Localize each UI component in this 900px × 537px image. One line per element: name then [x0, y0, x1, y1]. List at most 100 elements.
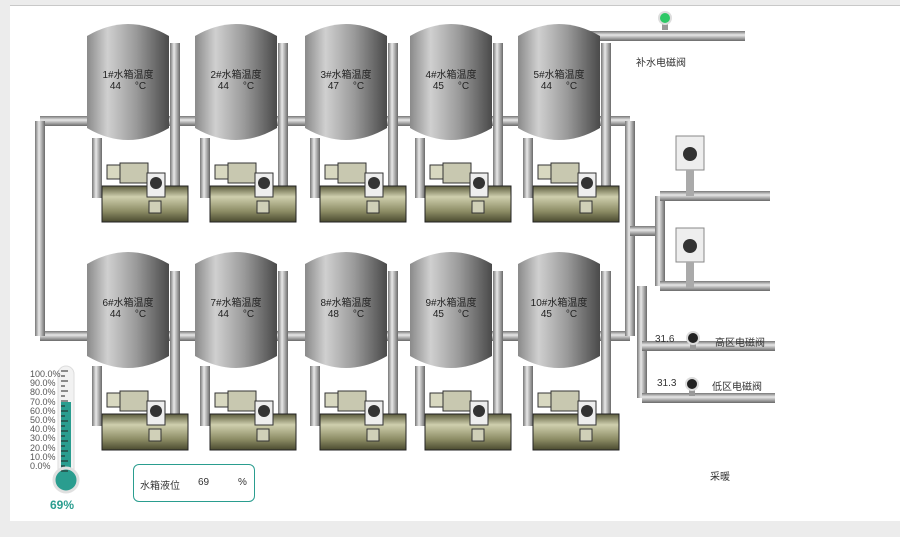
pipe — [170, 271, 180, 421]
flow-meter-icon — [675, 227, 705, 288]
tank-label: 3#水箱温度 — [320, 70, 372, 81]
low-valve-value: 31.3 — [657, 378, 677, 389]
pipe — [278, 271, 288, 421]
tank-unit: °C — [242, 81, 255, 92]
tank-unit: °C — [352, 81, 365, 92]
tank-value: 44 — [217, 81, 229, 92]
tank-unit: °C — [565, 309, 578, 320]
tank-value: 45 — [540, 309, 552, 320]
pipe — [601, 43, 611, 193]
chiller-unit — [319, 390, 407, 451]
scale-tick-label: 10.0% — [30, 451, 56, 462]
pipe — [660, 191, 770, 201]
scale-tick-label: 90.0% — [30, 378, 56, 389]
scale-tick-label: 80.0% — [30, 387, 56, 398]
flow-meter-icon — [675, 135, 705, 196]
scale-tick-label: 30.0% — [30, 433, 56, 444]
chiller-unit — [101, 390, 189, 451]
water-tank — [410, 24, 492, 140]
pipe — [655, 196, 665, 286]
chiller-unit — [319, 162, 407, 223]
scale-tick-label: 60.0% — [30, 405, 56, 416]
chiller-unit — [424, 162, 512, 223]
pipe — [388, 271, 398, 421]
makeup-valve-icon — [658, 11, 672, 30]
high-valve-label: 高区电磁阀 — [715, 338, 765, 349]
tank-value: 44 — [109, 81, 121, 92]
thermometer-bulb — [52, 466, 80, 494]
pipe — [170, 43, 180, 193]
tank-label: 2#水箱温度 — [210, 70, 262, 81]
pipe — [585, 31, 745, 41]
high-valve-value: 31.6 — [655, 334, 675, 345]
pipe — [523, 138, 533, 198]
scale-tick-label: 0.0% — [30, 461, 51, 472]
pipe — [642, 393, 775, 403]
level-box-label: 水箱液位 — [140, 481, 180, 492]
makeup-valve-label: 补水电磁阀 — [636, 58, 686, 69]
tank-value: 44 — [109, 309, 121, 320]
chiller-unit — [532, 162, 620, 223]
level-thermometer — [52, 365, 80, 494]
chiller-unit — [101, 162, 189, 223]
water-tank — [305, 24, 387, 140]
pipe — [523, 366, 533, 426]
tank-unit: °C — [242, 309, 255, 320]
pipe — [388, 43, 398, 193]
chiller-unit — [532, 390, 620, 451]
water-tank — [195, 24, 277, 140]
water-tank — [410, 252, 492, 368]
pipe — [493, 43, 503, 193]
low-valve-label: 低区电磁阀 — [712, 382, 762, 393]
low-valve-icon — [685, 377, 699, 396]
pipe — [92, 366, 102, 426]
pipe — [415, 366, 425, 426]
pipe — [200, 138, 210, 198]
tank-value: 44 — [540, 81, 552, 92]
level-box: 水箱液位 69 % — [133, 464, 255, 502]
scale-tick-label: 40.0% — [30, 424, 56, 435]
pipe — [92, 138, 102, 198]
tank-label: 1#水箱温度 — [102, 70, 154, 81]
tank-value: 44 — [217, 309, 229, 320]
tank-unit: °C — [565, 81, 578, 92]
scale-tick-label: 100.0% — [30, 369, 61, 379]
water-tank — [305, 252, 387, 368]
pipe — [660, 281, 770, 291]
tank-unit: °C — [457, 309, 470, 320]
pipe — [310, 138, 320, 198]
piping-diagram — [35, 11, 775, 494]
water-tank — [87, 252, 169, 368]
tank-label: 5#水箱温度 — [533, 70, 585, 81]
tank-label: 9#水箱温度 — [425, 298, 477, 309]
water-tank — [195, 252, 277, 368]
chiller-unit — [209, 162, 297, 223]
tank-label: 4#水箱温度 — [425, 70, 477, 81]
tank-value: 48 — [327, 309, 339, 320]
pipe — [200, 366, 210, 426]
level-box-unit: % — [238, 477, 247, 488]
pipe — [415, 138, 425, 198]
tank-unit: °C — [134, 309, 147, 320]
mode-label: 采暖 — [710, 472, 730, 483]
water-tank — [87, 24, 169, 140]
high-valve-icon — [686, 331, 700, 350]
pipe — [278, 43, 288, 193]
chiller-unit — [209, 390, 297, 451]
level-scale: 100.0%90.0%80.0%70.0%60.0%50.0%40.0%30.0… — [30, 369, 61, 472]
tank-label: 6#水箱温度 — [102, 298, 154, 309]
scale-tick-label: 20.0% — [30, 442, 56, 453]
tank-value: 47 — [327, 81, 339, 92]
level-percent: 69% — [50, 498, 75, 512]
chiller-unit — [424, 390, 512, 451]
tank-value: 45 — [432, 81, 444, 92]
